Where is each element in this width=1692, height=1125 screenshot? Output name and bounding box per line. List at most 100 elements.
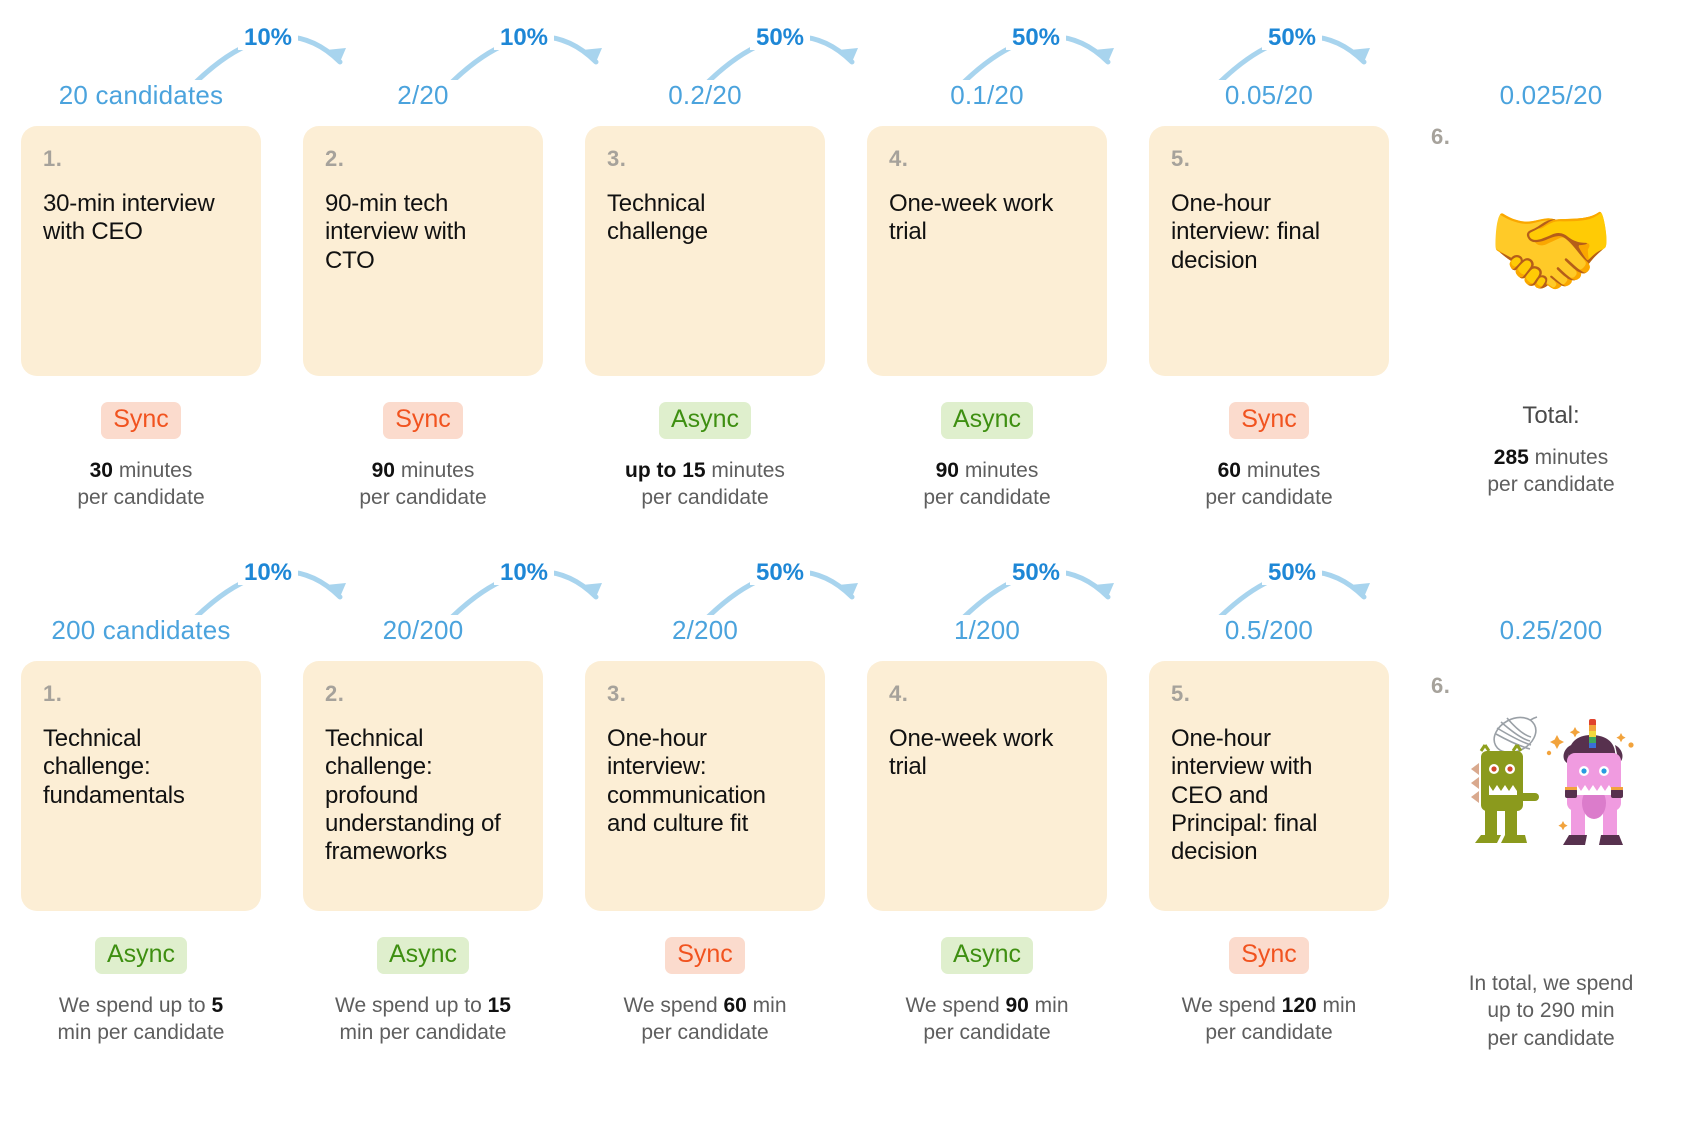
step-card[interactable]: 5. One-hour interview with CEO and Princ… [1149,661,1389,911]
funnel-step-column: 1. 30-min interview with CEO Sync 30 min… [0,126,282,511]
status-badge: Sync [1229,402,1309,439]
arrow-label: 10% [500,24,548,51]
caption-line2: per candidate [641,1021,769,1045]
caption-line2: min per candidate [57,1021,225,1045]
caption-value: 60 [1217,458,1241,482]
step-caption: We spend up to 15 min per candidate [335,992,511,1047]
caption-prefix: We spend [623,993,724,1017]
status-badge: Async [658,402,752,439]
status-badge: Sync [383,402,463,439]
arrow-label: 10% [244,559,292,586]
status-badge: Async [940,402,1034,439]
step-caption: We spend up to 5 min per candidate [58,992,225,1047]
total-caption: 285 minutes per candidate [1487,444,1614,499]
caption-unit: minutes [394,458,475,482]
arrow-label: 50% [1268,559,1316,586]
step-number: 5. [1171,146,1191,171]
caption-prefix: We spend up to [335,993,488,1017]
caption-line2: per candidate [77,486,205,510]
step-number: 4. [889,146,909,171]
step-caption: We spend 60 min per candidate [623,992,786,1047]
arrow-label: 50% [1012,559,1060,586]
status-badge: Sync [665,937,745,974]
caption-value: 5 [211,993,224,1017]
step-card[interactable]: 4. One-week work trial [867,661,1107,911]
step-number: 1. [43,681,63,706]
total-value: 285 [1493,445,1529,469]
caption-unit: minutes [705,458,785,482]
step-card[interactable]: 1. Technical challenge: fundamentals [21,661,261,911]
caption-line2: per candidate [923,486,1051,510]
funnel-outcome-column: 6. 🤝 Total: 285 minutes per candidate [1410,126,1692,511]
cards-strip-row-1: 1. 30-min interview with CEO Sync 30 min… [0,126,1692,511]
counts-strip-row-1: 20 candidates 2/20 0.2/20 0.1/20 0.05/20… [0,80,1692,111]
caption-line2: per candidate [923,1021,1051,1045]
total-line3: per candidate [1487,1026,1615,1050]
arrows-layer-row-2: 10% 10% 50% 50% 50% [194,557,1370,615]
count-label: 2/200 [671,615,739,645]
funnel-row-200-candidates: 10% 10% 50% 50% 50% 200 candidates 20/20… [0,535,1692,1095]
caption-value: 30 [89,458,113,482]
step-title: One-week work trial [889,725,1054,781]
step-card[interactable]: 1. 30-min interview with CEO [21,126,261,376]
step-caption: 90 minutes per candidate [923,457,1050,512]
handshake-emoji-icon: 🤝 [1486,193,1616,309]
caption-line2: per candidate [641,486,769,510]
step-title: One-hour interview with CEO and Principa… [1171,725,1318,866]
step-title: Technical challenge [607,190,708,246]
caption-value: 120 [1281,993,1317,1017]
count-label: 0.1/20 [950,80,1024,110]
count-label: 0.05/20 [1224,80,1314,110]
caption-value: up to 15 [625,458,706,482]
caption-value: 15 [487,993,511,1017]
caption-unit: min [746,993,787,1017]
caption-unit: minutes [1240,458,1321,482]
step-card[interactable]: 4. One-week work trial [867,126,1107,376]
step-number: 5. [1171,681,1191,706]
counts-strip-row-2: 200 candidates 20/200 2/200 1/200 0.5/20… [0,615,1692,646]
caption-value: 60 [723,993,747,1017]
step-number: 2. [325,146,345,171]
step-number: 2. [325,681,345,706]
step-title: One-week work trial [889,190,1054,246]
step-caption: We spend 120 min per candidate [1182,992,1357,1047]
funnel-step-column: 1. Technical challenge: fundamentals Asy… [0,661,282,1052]
step-card[interactable]: 3. Technical challenge [585,126,825,376]
funnel-row-20-candidates: 10% 10% 50% 50% 50% 20 candidates 2/20 0… [0,0,1692,540]
status-badge: Sync [101,402,181,439]
total-line1: In total, we spend [1468,972,1634,995]
step-number: 4. [889,681,909,706]
caption-unit: min [1316,993,1357,1017]
arrow-label: 50% [1012,24,1060,51]
total-caption: In total, we spend up to 290 min per can… [1469,970,1634,1052]
step-caption: 60 minutes per candidate [1205,457,1332,512]
step-number: 3. [607,146,627,171]
step-title: One-hour interview: final decision [1171,190,1320,274]
arrow-label: 50% [756,559,804,586]
status-badge: Async [940,937,1034,974]
step-title: Technical challenge: fundamentals [43,725,185,809]
funnel-step-column: 5. One-hour interview: final decision Sy… [1128,126,1410,511]
arrow-label: 50% [756,24,804,51]
arrow-label: 10% [500,559,548,586]
count-label: 20/200 [382,615,464,645]
caption-line2: per candidate [1205,1021,1333,1045]
step-card[interactable]: 2. Technical challenge: profound underst… [303,661,543,911]
caption-value: 90 [935,458,959,482]
step-card[interactable]: 2. 90-min tech interview with CTO [303,126,543,376]
count-label: 20 candidates [58,80,224,110]
caption-unit: min [1028,993,1069,1017]
step-caption: We spend 90 min per candidate [905,992,1068,1047]
status-badge: Async [94,937,188,974]
funnel-step-column: 5. One-hour interview with CEO and Princ… [1128,661,1410,1052]
funnel-step-column: 2. Technical challenge: profound underst… [282,661,564,1052]
count-label: 1/200 [953,615,1021,645]
step-caption: 90 minutes per candidate [359,457,486,512]
funnel-step-column: 4. One-week work trial Async We spend 90… [846,661,1128,1052]
step-card[interactable]: 3. One-hour interview: communication and… [585,661,825,911]
step-card[interactable]: 5. One-hour interview: final decision [1149,126,1389,376]
funnel-step-column: 2. 90-min tech interview with CTO Sync 9… [282,126,564,511]
arrow-label: 50% [1268,24,1316,51]
funnel-outcome-column: 6. [1410,661,1692,1052]
